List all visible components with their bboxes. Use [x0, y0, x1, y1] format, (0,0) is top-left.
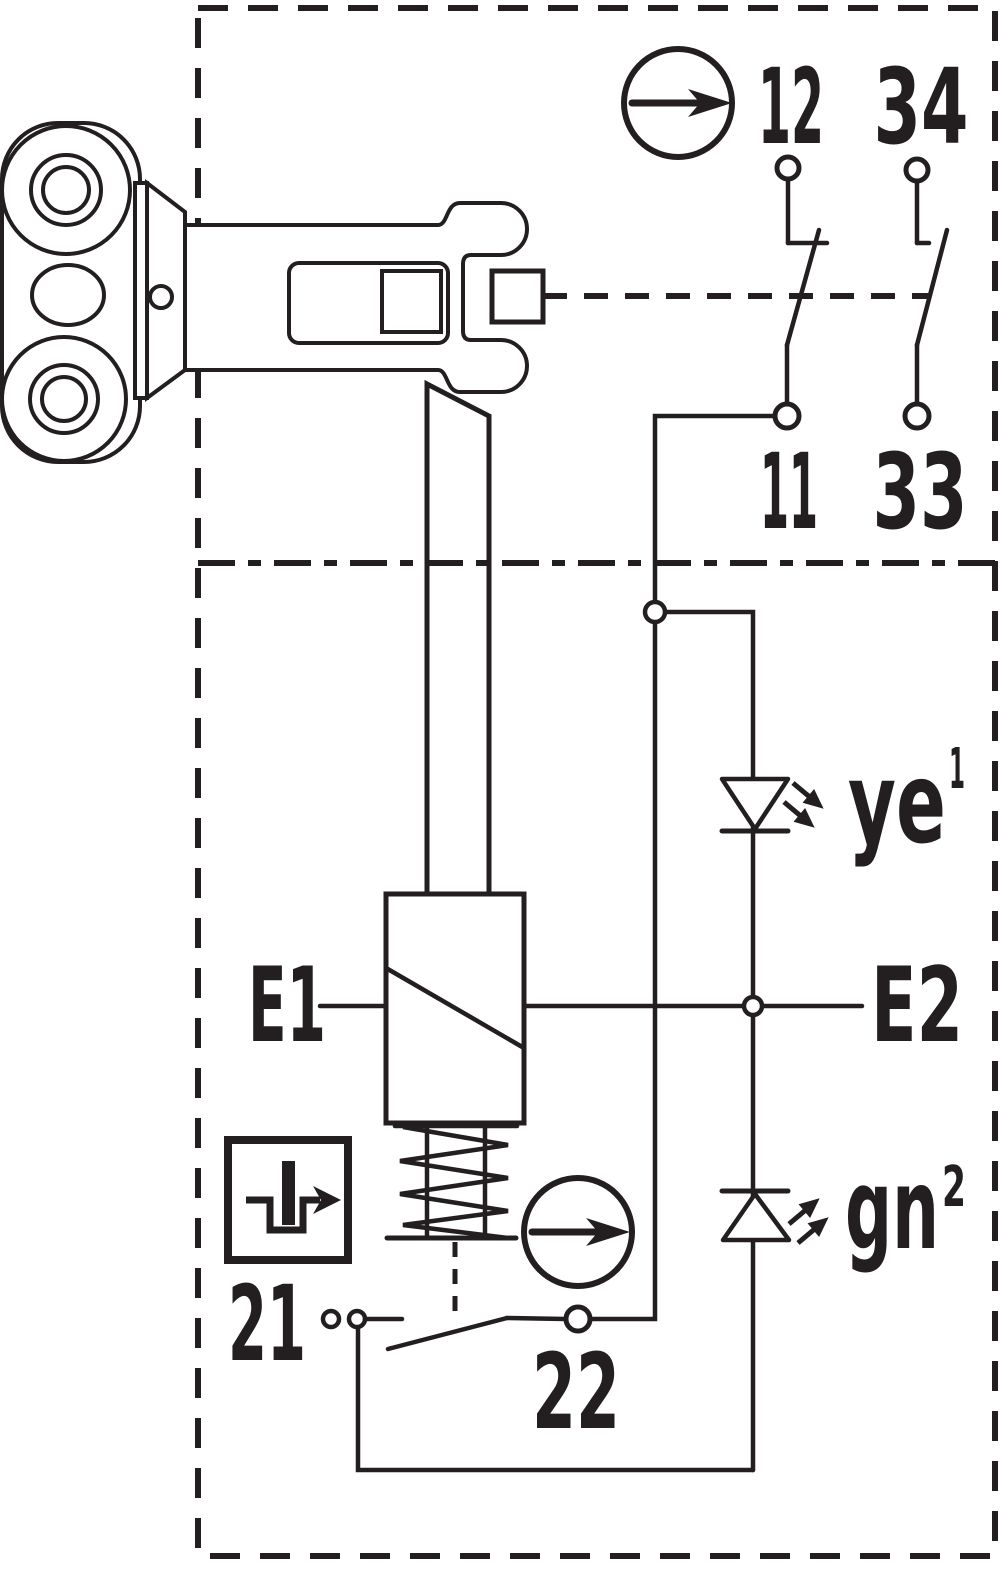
- actuator-tip-square: [489, 268, 546, 325]
- led-label-gn: gn: [845, 1145, 939, 1275]
- device-center-opening: [30, 263, 106, 327]
- terminal-circle-33: [902, 401, 932, 431]
- led-triangle: [719, 776, 791, 832]
- dashed-border: [195, 5, 998, 1559]
- wiring: [317, 413, 865, 1473]
- positive-opening-symbol-top: [621, 46, 735, 160]
- contact-no-34-33: 34 33: [873, 46, 969, 553]
- junction-node-e2: [741, 994, 765, 1018]
- plunger-bar: [424, 379, 492, 894]
- terminal-label-12: 12: [758, 46, 824, 168]
- plunger-bar-glyph: [282, 1161, 295, 1225]
- terminal-circle-34: [903, 156, 931, 184]
- terminal-label-e1: E1: [248, 946, 326, 1066]
- device-top-hole-inner: [41, 165, 91, 215]
- arrow-head: [586, 1218, 630, 1246]
- contact-nc-12-11: 12 11: [758, 46, 830, 553]
- led-label-gn-superscript: 2: [942, 1155, 966, 1220]
- device-screw: [148, 284, 174, 310]
- led-triangle: [720, 1191, 792, 1243]
- spring-zigzag: [399, 1124, 509, 1241]
- return-spring: [384, 1120, 520, 1314]
- contact-blade: [385, 1315, 510, 1352]
- terminal-label-34: 34: [874, 46, 969, 168]
- solenoid-block: E1 E2: [248, 891, 963, 1126]
- terminal-circle-12: [774, 154, 802, 182]
- terminal-circle-22: [563, 1304, 593, 1334]
- terminal-circle-11: [772, 401, 802, 431]
- led-label-ye: ye: [848, 739, 946, 869]
- led-yellow: ye 1: [719, 737, 965, 869]
- contact-nc-21-22: 21 22: [228, 1263, 620, 1453]
- moving-terminal-line: [504, 1315, 569, 1322]
- switch-device-drawing: [0, 121, 546, 464]
- positive-opening-symbol-bottom: [521, 1175, 635, 1289]
- led-green: gn 2: [719, 1145, 966, 1275]
- solenoid-diagonal: [383, 965, 527, 1051]
- wire-11-to-22: [587, 413, 778, 1322]
- junction-node-top: [642, 599, 668, 625]
- terminal-label-22: 22: [532, 1331, 620, 1453]
- wire-junction-to-led-branch: [652, 609, 756, 1473]
- terminal-label-33: 33: [873, 431, 968, 553]
- terminal-label-11: 11: [760, 431, 818, 553]
- terminal-circle-21-outer: [320, 1308, 342, 1330]
- device-bottom-hole-inner: [40, 375, 88, 423]
- contact-blade: [784, 227, 822, 348]
- enclosure-frame: [195, 5, 998, 1559]
- arm-window-insert: [380, 269, 443, 334]
- wire-21-bottom-run: [355, 1324, 756, 1473]
- arrow-head: [688, 89, 732, 117]
- step-arrow-head: [313, 1186, 341, 1214]
- led-label-ye-superscript: 1: [949, 737, 965, 802]
- terminal-circle-21-inner: [346, 1308, 368, 1330]
- terminal-label-e2: E2: [871, 946, 963, 1066]
- contact-blade: [914, 227, 950, 348]
- reset-actuator-icon: [224, 1136, 352, 1264]
- terminal-label-21: 21: [228, 1263, 306, 1385]
- step-line: [246, 1196, 320, 1234]
